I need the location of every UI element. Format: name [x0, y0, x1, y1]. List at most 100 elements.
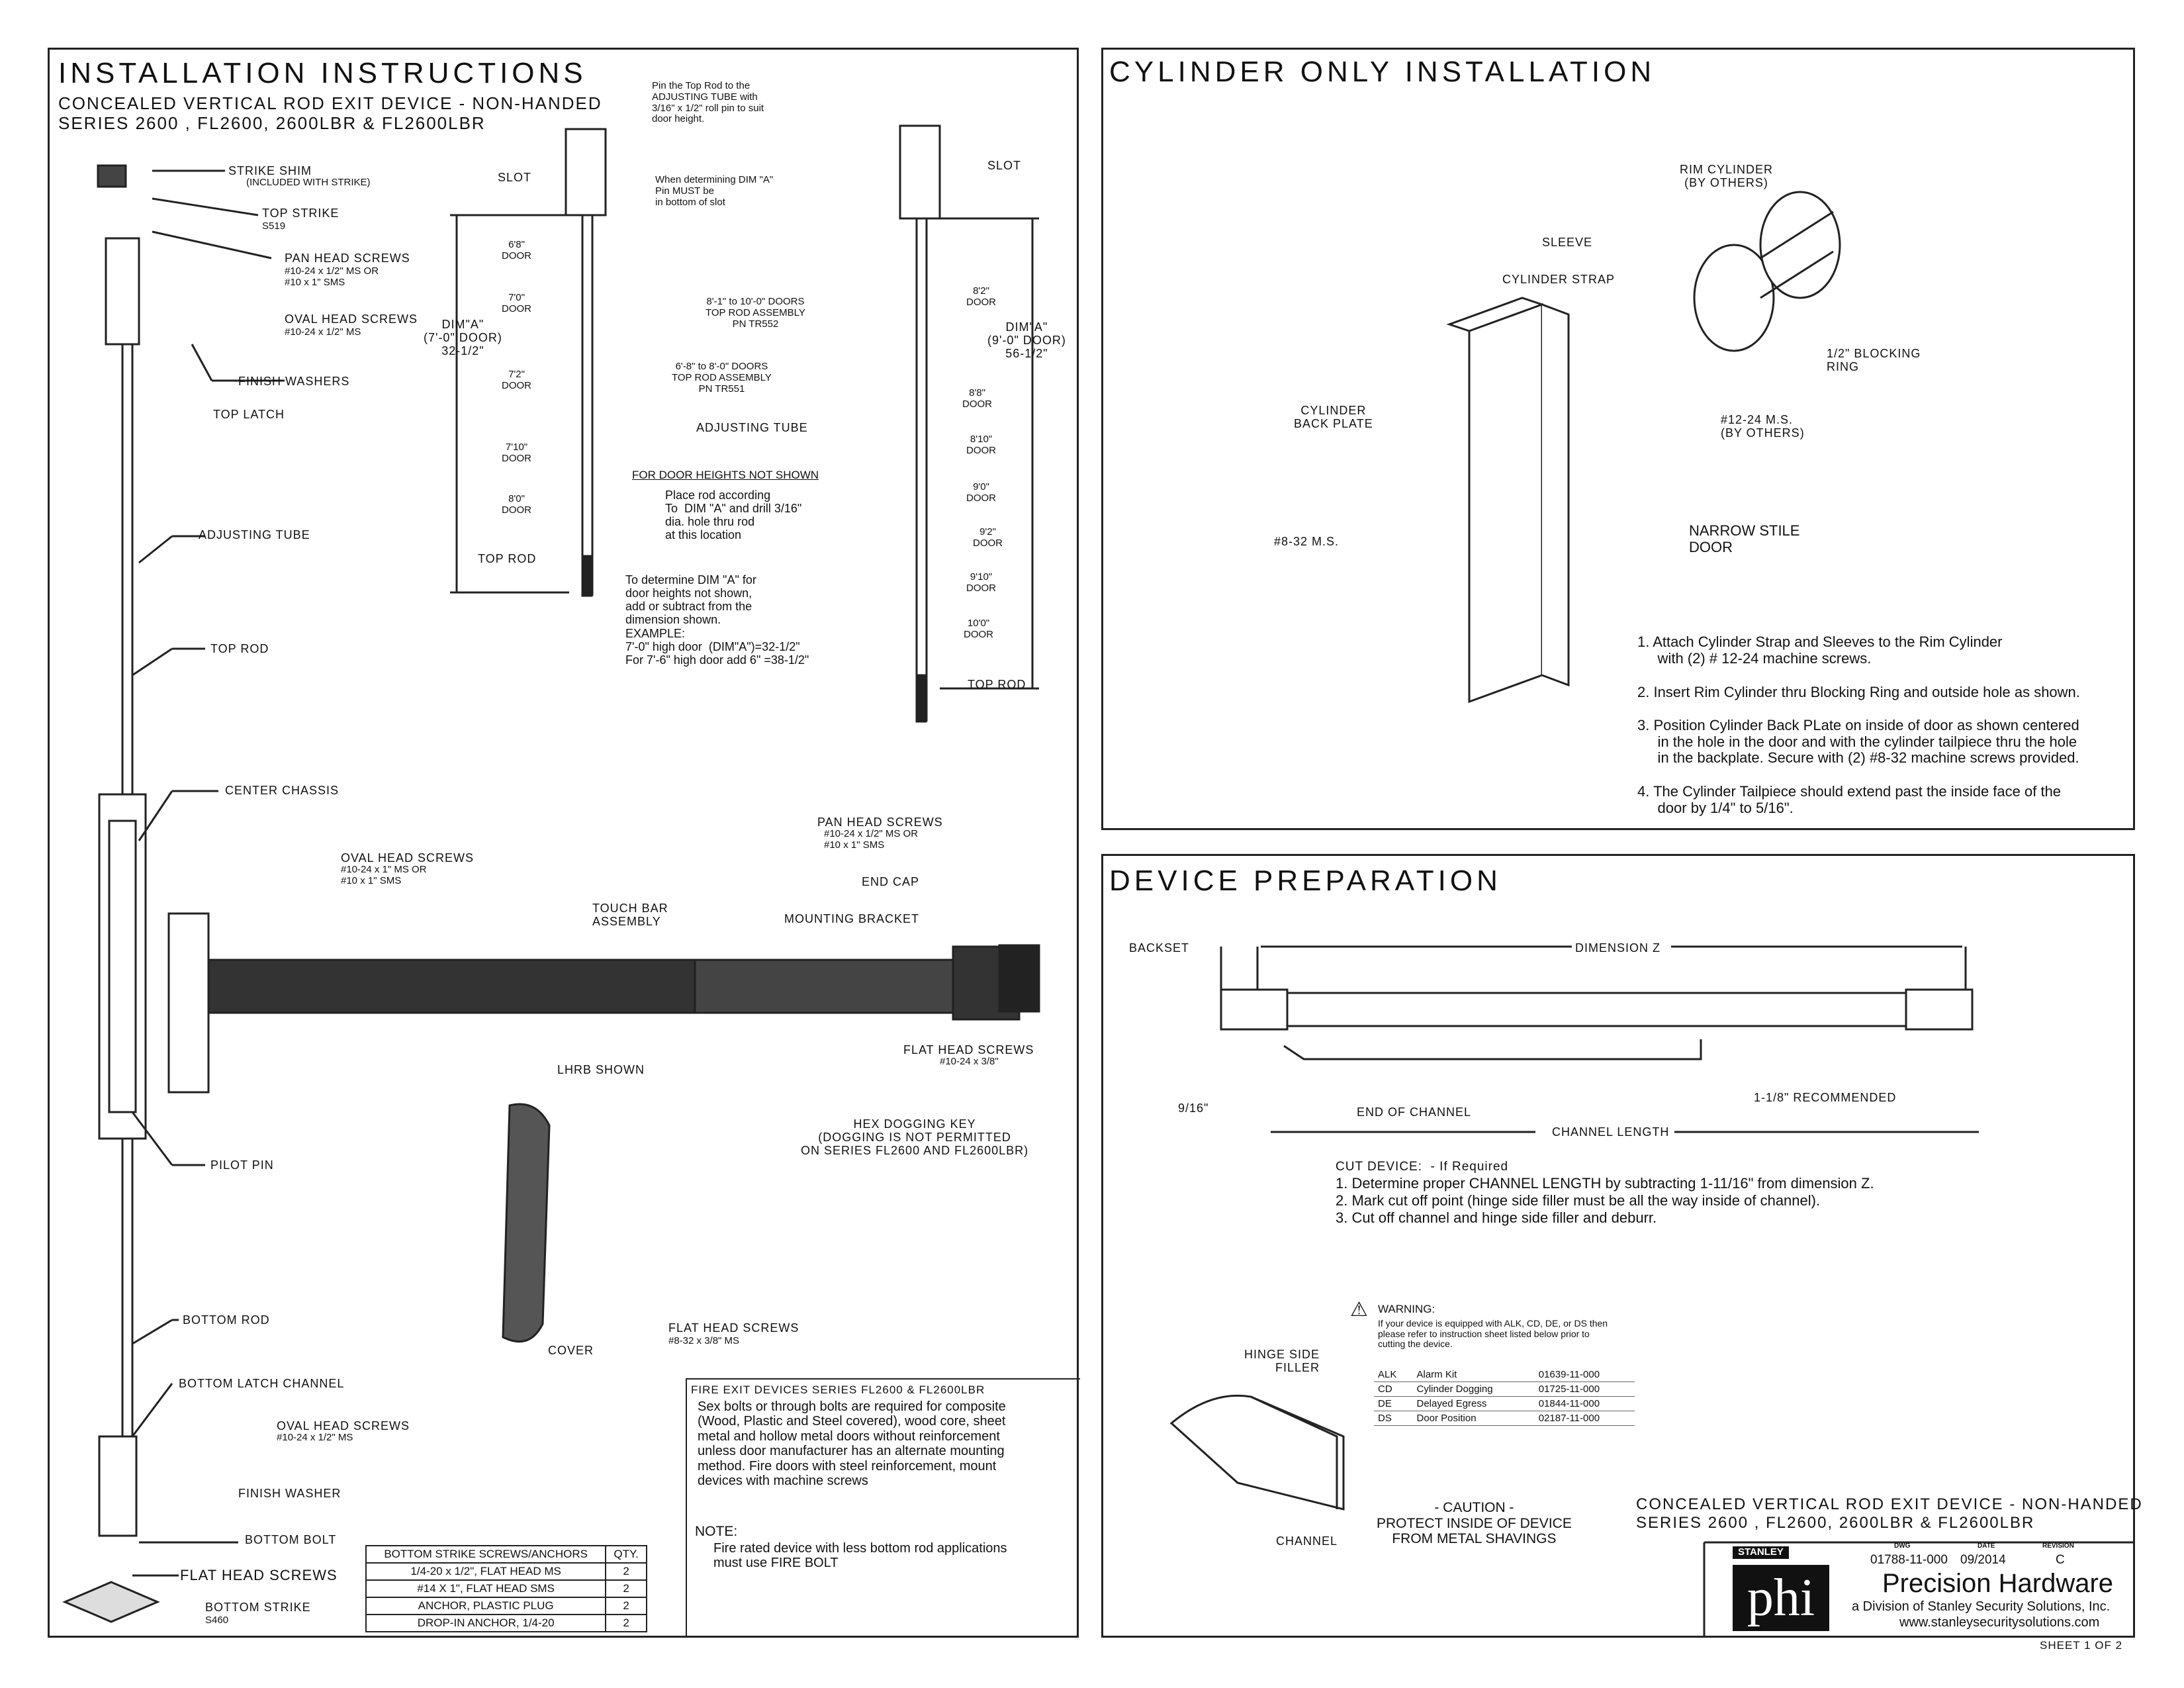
label-ms-8-32: #8-32 M.S. [1274, 535, 1340, 548]
label-bottom-latch-channel: BOTTOM LATCH CHANNEL [179, 1377, 345, 1390]
label-oval-head-screws-1-spec: #10-24 x 1/2" MS [285, 326, 361, 338]
table-cell: Delayed Egress [1412, 1396, 1535, 1411]
label-cylinder-strap: CYLINDER STRAP [1502, 273, 1615, 286]
label-top-strike: TOP STRIKE [262, 207, 340, 220]
label-ms-12-24: #12-24 M.S. (BY OTHERS) [1721, 413, 1805, 440]
label-oval-head-screws-3: OVAL HEAD SCREWS [277, 1419, 410, 1432]
label-pan-head-screws-2-spec: #10-24 x 1/2" MS OR #10 x 1" SMS [824, 828, 919, 851]
rod-slot-note: When determining DIM "A" Pin MUST be in … [655, 174, 774, 208]
label-flat-head-screws-2-spec: #8-32 x 3/8" MS [668, 1335, 740, 1346]
table-cell: ALK [1374, 1368, 1413, 1382]
label-end-of-channel: END OF CHANNEL [1357, 1105, 1472, 1119]
rod-door-left-3: 7'2" DOOR [502, 369, 531, 391]
label-narrow-stile: NARROW STILE DOOR [1689, 522, 1800, 555]
label-cylinder-back-plate: CYLINDER BACK PLATE [1294, 404, 1373, 431]
fire-box-note-heading: NOTE: [695, 1524, 738, 1539]
cylinder-step-3: 3. Position Cylinder Back PLate on insid… [1637, 717, 2079, 767]
table-row: 1/4-20 x 1/2", FLAT HEAD MS 2 [365, 1562, 647, 1581]
rod-door-left-5: 8'0" DOOR [502, 493, 531, 516]
rod-tr552: 8'-1" to 10'-0" DOORS TOP ROD ASSEMBLY P… [705, 296, 805, 330]
rod-door-right-6: 9'10" DOOR [966, 571, 996, 594]
cut-step-2: 2. Mark cut off point (hinge side filler… [1336, 1192, 1821, 1209]
table-row: DROP-IN ANCHOR, 1/4-20 2 [365, 1614, 647, 1632]
dwg-label: DWG [1894, 1542, 1911, 1550]
label-finish-washer: FINISH WASHER [238, 1487, 341, 1500]
cylinder-step-1: 1. Attach Cylinder Strap and Sleeves to … [1637, 633, 2003, 667]
revision-label: REVISION [2042, 1542, 2074, 1550]
table-cell: ANCHOR, PLASTIC PLUG [365, 1597, 607, 1615]
label-blocking-ring: 1/2" BLOCKING RING [1827, 347, 1921, 374]
rod-door-right-7: 10'0" DOOR [964, 618, 993, 640]
fire-box-heading: FIRE EXIT DEVICES SERIES FL2600 & FL2600… [691, 1383, 985, 1396]
label-recommended: 1-1/8" RECOMMENDED [1754, 1091, 1897, 1104]
rod-door-left-1: 6'8" DOOR [502, 239, 531, 261]
label-rim-cylinder: RIM CYLINDER (BY OTHERS) [1680, 163, 1774, 190]
device-prep-title: DEVICE PREPARATION [1109, 865, 1502, 897]
table-cell: DS [1374, 1411, 1413, 1426]
label-adjusting-tube: ADJUSTING TUBE [199, 528, 310, 541]
label-pan-head-screws-2: PAN HEAD SCREWS [817, 816, 943, 829]
rod-determine-text: To determine DIM "A" for door heights no… [625, 573, 809, 667]
label-channel: CHANNEL [1276, 1534, 1338, 1548]
cylinder-step-2: 2. Insert Rim Cylinder thru Blocking Rin… [1637, 684, 2080, 700]
company-name: Precision Hardware [1882, 1569, 2114, 1598]
rod-heights-text: Place rod according To DIM "A" and drill… [665, 489, 802, 542]
cylinder-panel [1101, 48, 2135, 830]
device-preparation-panel [1101, 854, 2135, 1638]
rod-door-right-3: 8'10" DOOR [966, 434, 996, 456]
label-nine-sixteenths: 9/16" [1178, 1102, 1209, 1115]
fire-exit-box [686, 1378, 1080, 1636]
rod-slot-right: SLOT [987, 159, 1022, 172]
label-oval-head-screws-1: OVAL HEAD SCREWS [285, 312, 418, 326]
rod-pin-note: Pin the Top Rod to the ADJUSTING TUBE wi… [652, 80, 764, 125]
warning-icon: ⚠ [1350, 1299, 1368, 1321]
bottom-strike-table: BOTTOM STRIKE SCREWS/ANCHORS QTY. 1/4-20… [365, 1545, 647, 1632]
table-cell: 01639-11-000 [1534, 1368, 1635, 1382]
table-cell: 1/4-20 x 1/2", FLAT HEAD MS [365, 1562, 607, 1581]
cut-step-1: 1. Determine proper CHANNEL LENGTH by su… [1336, 1175, 1874, 1192]
rod-door-left-2: 7'0" DOOR [502, 292, 531, 314]
label-flat-head-screws-1-spec: #10-24 x 3/8" [940, 1056, 999, 1067]
table-header-row: BOTTOM STRIKE SCREWS/ANCHORS QTY. [365, 1545, 647, 1564]
label-backset: BACKSET [1129, 941, 1190, 955]
table-cell: 02187-11-000 [1534, 1411, 1635, 1426]
date-label: DATE [1978, 1542, 1995, 1550]
rod-door-left-4: 7'10" DOOR [502, 442, 531, 464]
fire-box-note-text: Fire rated device with less bottom rod a… [713, 1541, 1007, 1571]
label-sleeve: SLEEVE [1542, 236, 1593, 249]
table-cell: Door Position [1412, 1411, 1535, 1426]
label-cover: COVER [548, 1344, 594, 1357]
table-cell: DROP-IN ANCHOR, 1/4-20 [365, 1614, 607, 1632]
table-cell: 01725-11-000 [1534, 1382, 1635, 1397]
label-pilot-pin: PILOT PIN [210, 1158, 274, 1172]
label-hex-dogging-key: HEX DOGGING KEY (DOGGING IS NOT PERMITTE… [801, 1117, 1029, 1158]
table-cell: CD [1374, 1382, 1413, 1397]
subtitle-line2: SERIES 2600 , FL2600, 2600LBR & FL2600LB… [58, 113, 486, 133]
installation-panel [48, 48, 1079, 1638]
label-hinge-side-filler: HINGE SIDE FILLER [1244, 1348, 1320, 1375]
label-top-latch: TOP LATCH [213, 408, 285, 421]
label-channel-length: CHANNEL LENGTH [1552, 1125, 1670, 1139]
label-touch-bar-assembly: TOUCH BAR ASSEMBLY [592, 902, 668, 929]
label-bottom-strike-pn: S460 [205, 1615, 229, 1626]
label-lhrb-shown: LHRB SHOWN [557, 1063, 645, 1076]
warning-text: If your device is equipped with ALK, CD,… [1378, 1318, 1608, 1350]
phi-logo: phi [1733, 1565, 1829, 1631]
label-end-cap: END CAP [862, 875, 920, 888]
label-pan-head-screws-1-spec: #10-24 x 1/2" MS OR #10 x 1" SMS [285, 265, 379, 288]
label-strike-shim: STRIKE SHIM [228, 164, 312, 177]
label-oval-head-screws-2: OVAL HEAD SCREWS [341, 851, 475, 865]
label-pan-head-screws-1: PAN HEAD SCREWS [285, 252, 410, 265]
rod-slot-left: SLOT [498, 171, 532, 184]
rod-top-rod-right: TOP ROD [968, 678, 1026, 691]
rod-top-rod-left: TOP ROD [478, 552, 537, 565]
rod-door-right-2: 8'8" DOOR [962, 387, 992, 410]
label-oval-head-screws-3-spec: #10-24 x 1/2" MS [277, 1432, 353, 1443]
label-top-strike-pn: S519 [262, 220, 286, 232]
cylinder-title: CYLINDER ONLY INSTALLATION [1109, 56, 1656, 88]
title-block-line2: SERIES 2600 , FL2600, 2600LBR & FL2600LB… [1636, 1514, 2035, 1532]
caution-text: - CAUTION - PROTECT INSIDE OF DEVICE FRO… [1377, 1500, 1572, 1547]
